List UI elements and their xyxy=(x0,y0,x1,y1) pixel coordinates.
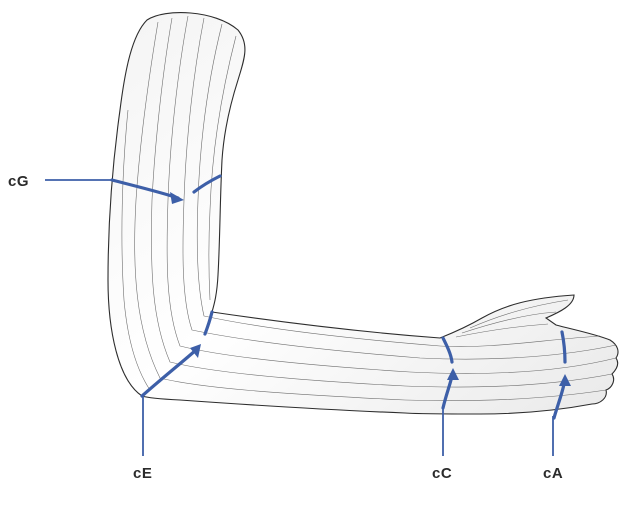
cE-circumference-back xyxy=(203,310,214,336)
cG-circumference-back xyxy=(192,174,222,194)
cC-circumference-back xyxy=(441,336,454,364)
contour-line xyxy=(166,15,617,374)
arm-outline xyxy=(107,12,619,415)
cE-circumference-front xyxy=(140,348,198,398)
measurement-markers xyxy=(110,174,571,420)
arm-illustration xyxy=(107,12,619,415)
label-cE: cE xyxy=(133,465,152,482)
label-cG: cG xyxy=(8,173,29,190)
cE-arrowhead xyxy=(190,344,201,358)
measurement-labels: cG cE cC cA xyxy=(8,173,563,482)
cG-arrowhead xyxy=(170,192,184,204)
thumb-contour xyxy=(469,299,569,329)
thumb-contour xyxy=(455,323,549,338)
label-cA: cA xyxy=(543,465,563,482)
cA-circumference-front xyxy=(552,382,566,420)
contour-line xyxy=(208,35,237,301)
cA-arrowhead xyxy=(559,374,571,386)
leader-lines xyxy=(45,179,554,456)
cA-circumference-back xyxy=(560,330,567,364)
contour-line xyxy=(196,23,601,347)
cC-arrowhead xyxy=(447,368,459,380)
label-cC: cC xyxy=(432,465,452,482)
contour-line xyxy=(121,109,151,391)
thumb-contour xyxy=(461,311,557,334)
